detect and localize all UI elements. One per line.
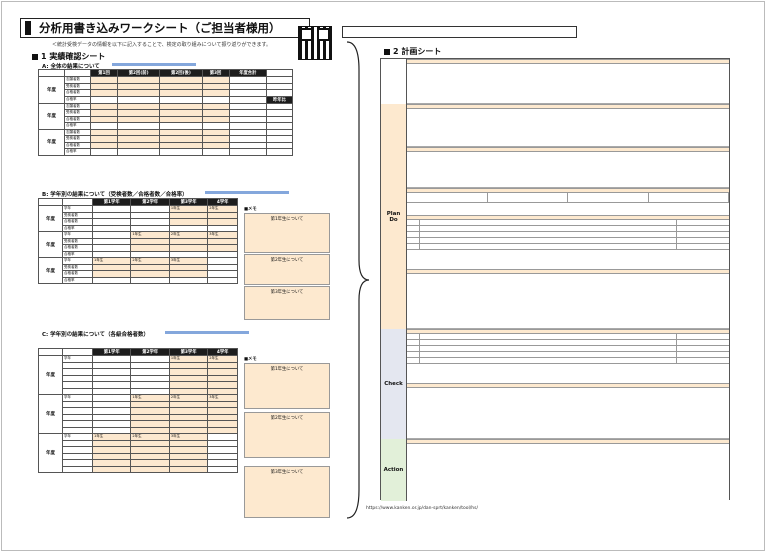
download-note-box [342,26,577,38]
section-c-note [165,331,249,334]
policy-box[interactable] [407,152,729,188]
qr-code-icon[interactable] [298,26,332,60]
section-c-heading: C: 学年別の結果について（各級合格者数） [42,332,149,338]
reference-section: https://www.kanken.or.jp/dan-sprt/kanken… [366,503,736,537]
measures-box[interactable] [407,274,729,329]
indicator-lines-check[interactable] [407,334,729,364]
square-bullet-icon [32,53,38,60]
worksheet-title: 分析用書き込みワークシート（ご担当者様用） [20,18,310,38]
memo-box-c-grade-1[interactable]: 第1年生について [244,363,330,409]
memo-label: ■メモ [244,357,257,362]
reflection-box[interactable] [407,388,729,439]
plan-sheet: Plan Do Check Action [380,58,730,501]
issues-box[interactable] [407,109,729,147]
section-b-heading: B: 学年別の結果について（受検者数／合格者数／合格率） [42,192,188,198]
year-label: 年度 [38,76,65,104]
col-header: 第3回 [201,69,230,77]
col-header: 年度合計 [228,69,268,77]
sheet-2-heading: 2 計画シート [384,46,441,57]
goal-box[interactable] [407,64,729,104]
col-header: 第1回 [89,69,119,77]
section-b-note [205,191,289,194]
memo-box-grade-2[interactable]: 第2年生について [244,254,330,285]
section-a-table: 第1回 第2回(前) 第2回(後) 第3回 年度合計 年度 志願者数 受検者数 … [38,69,293,156]
worksheet-title-text: 分析用書き込みワークシート（ご担当者様用） [39,21,281,35]
next-steps-box[interactable] [407,444,729,501]
memo-box-grade-3[interactable]: 第3年生について [244,286,330,320]
section-a-note [112,63,196,66]
side-cell-plan-do: Plan Do [381,104,407,329]
schedule-quarters[interactable] [407,193,729,203]
side-cell-action: Action [381,439,407,501]
square-bullet-icon [384,48,390,55]
extra-col-header: 昨年比 [266,95,293,104]
col-header: 第2回(後) [159,69,203,77]
side-cell-header [381,59,407,104]
section-a-heading: A: 全体の結果について [42,64,100,70]
intro-note: ＜統計受検データの情報を以下に記入することで、検定の取り組みについて振り返りがで… [52,42,272,48]
memo-label: ■メモ [244,207,257,212]
sheet-1-heading: 1 実績確認シート [32,51,105,62]
indicator-lines-plan[interactable] [407,220,729,250]
memo-box-grade-1[interactable]: 第1年生について [244,213,330,253]
memo-box-c-grade-3[interactable]: 第3年生について [244,466,330,518]
side-cell-check: Check [381,329,407,439]
curly-bracket-icon [346,41,370,519]
col-header: 第2回(前) [117,69,161,77]
memo-box-c-grade-2[interactable]: 第2年生について [244,412,330,458]
reference-url[interactable]: https://www.kanken.or.jp/dan-sprt/kanken… [366,506,478,511]
